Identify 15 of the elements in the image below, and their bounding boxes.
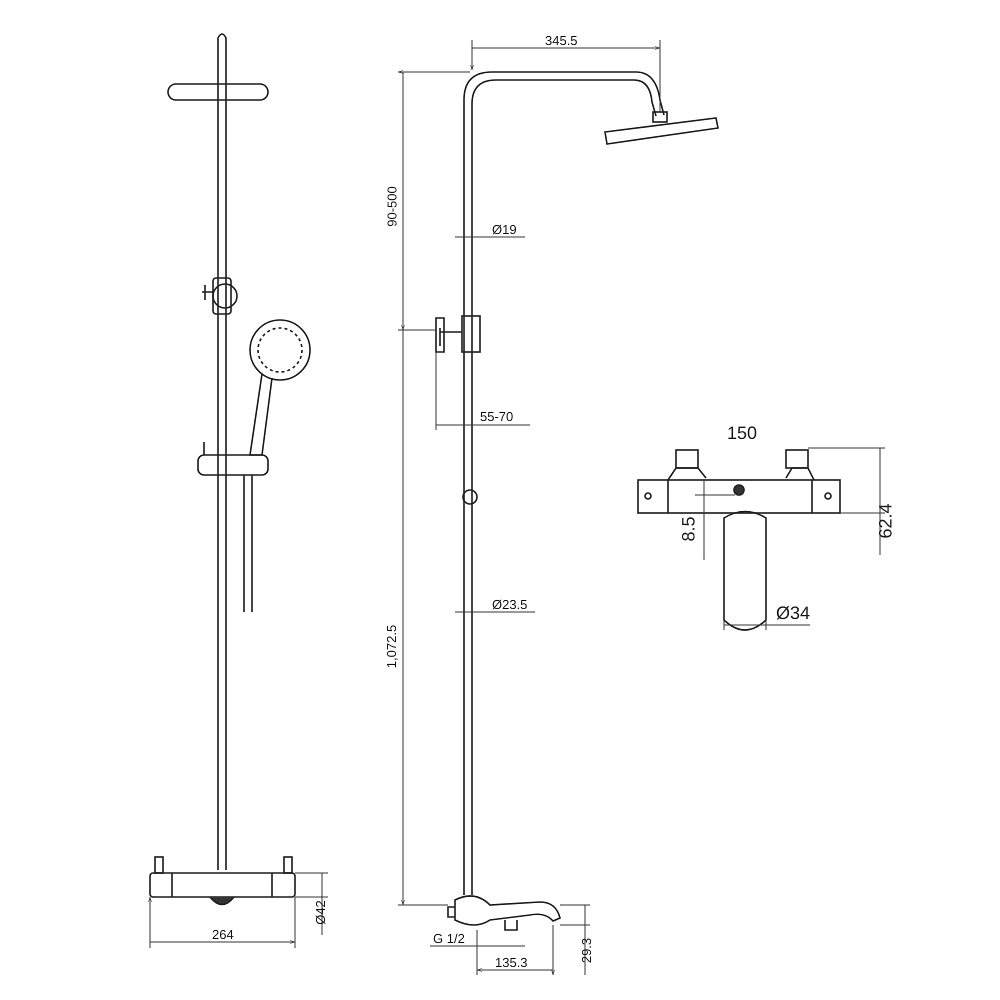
dimension-label: 29.3 <box>580 938 594 964</box>
dimension-label: Ø42 <box>314 900 327 925</box>
dimension-label: 345.5 <box>545 34 578 47</box>
dimension-label: 62.4 <box>876 503 895 539</box>
dimension-label: Ø19 <box>492 223 517 236</box>
dimension-label: 90-500 <box>386 186 399 227</box>
dimension-label: 150 <box>727 424 758 442</box>
dimension-label: 55-70 <box>480 410 514 423</box>
dimension-label: 135.3 <box>495 956 528 969</box>
dimension-label: G 1/2 <box>433 932 465 945</box>
dimension-label: 8.5 <box>680 516 698 542</box>
dimension-label: Ø34 <box>776 604 810 622</box>
dimension-label: 1,072.5 <box>385 624 398 668</box>
dimension-label: Ø23.5 <box>492 598 528 611</box>
dimension-label: 264 <box>212 928 234 941</box>
